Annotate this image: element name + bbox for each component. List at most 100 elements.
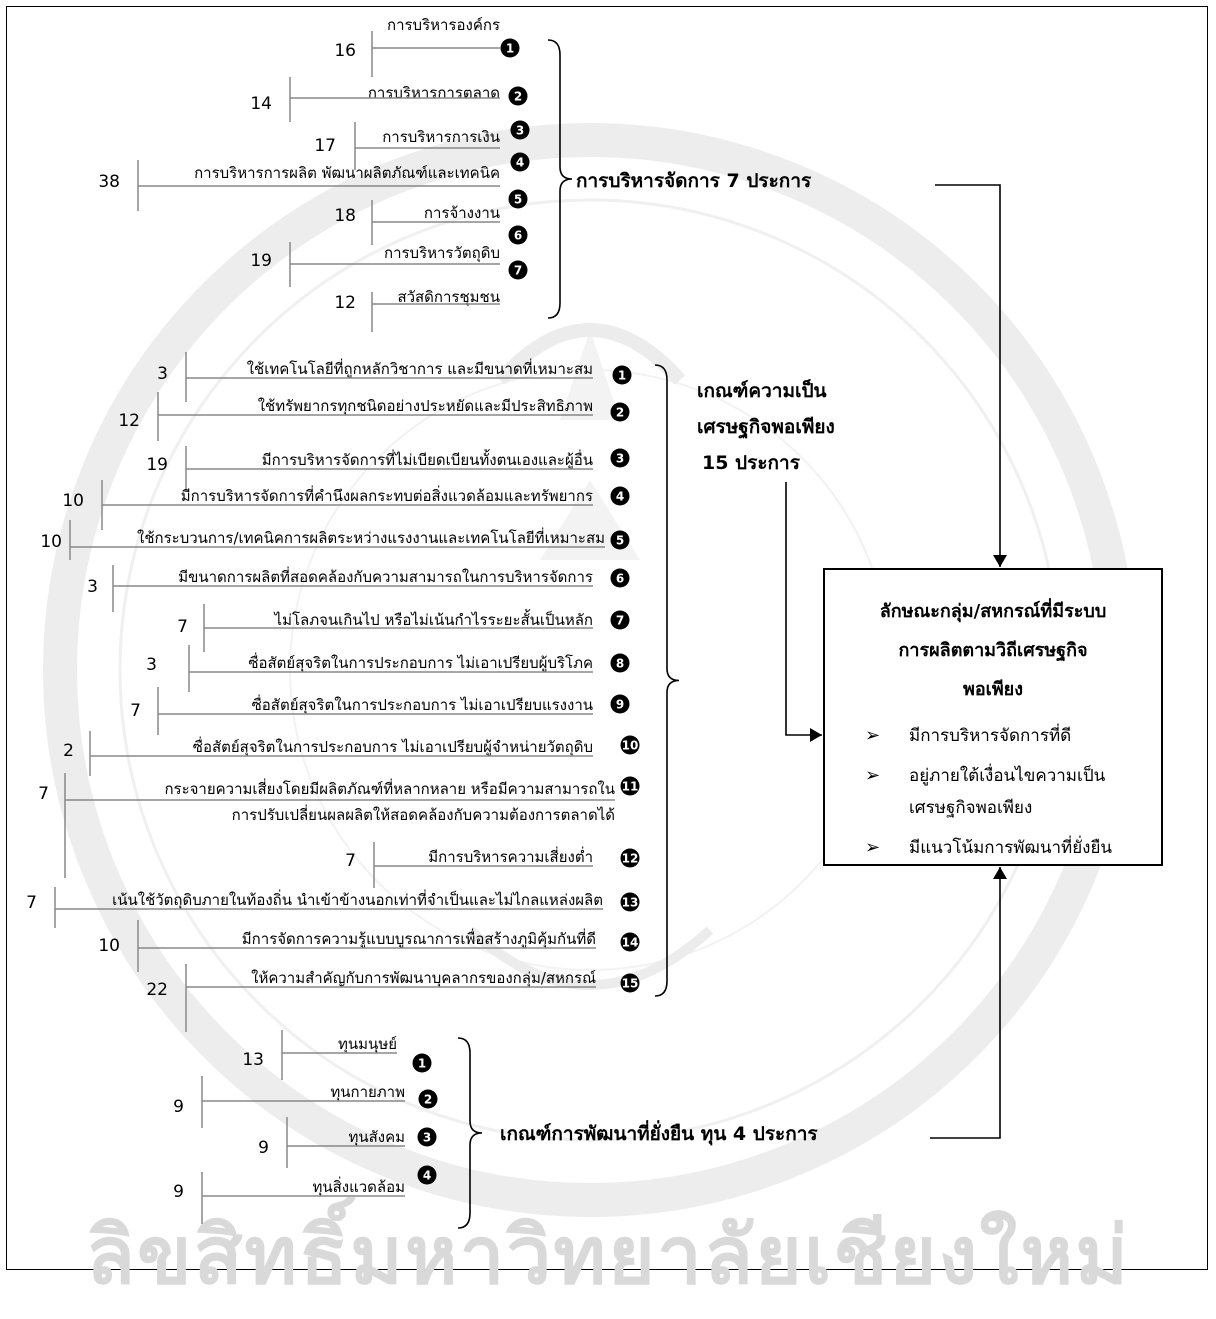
- item-count: 7: [177, 617, 188, 637]
- item-count: 12: [334, 293, 356, 313]
- item-count: 10: [62, 491, 84, 511]
- item-label: ไม่โลภจนเกินไป หรือไม่เน้นกำไรระยะสั้นเป…: [274, 609, 593, 629]
- item-count: 19: [146, 455, 168, 475]
- number-badge-label: 1: [418, 1057, 426, 1071]
- number-badge-label: 10: [622, 739, 639, 753]
- number-badge-label: 15: [622, 977, 639, 991]
- number-badge-label: 6: [616, 572, 624, 586]
- item-count: 13: [242, 1050, 264, 1070]
- number-badge: [508, 189, 528, 209]
- number-badge: [417, 1127, 437, 1147]
- item-label: กระจายความเสี่ยงโดยมีผลิตภัณฑ์ที่หลากหลา…: [164, 778, 615, 798]
- item-label: การปรับเปลี่ยนผลผลิตให้สอดคล้องกับความต้…: [232, 804, 615, 824]
- number-badge: [620, 973, 640, 993]
- number-badge-label: 2: [616, 406, 624, 420]
- result-title-line: การผลิตตามวิถีเศรษฐกิจ: [898, 640, 1088, 661]
- number-badge-label: 1: [618, 369, 626, 383]
- group-heading: เกณฑ์ความเป็น: [697, 378, 827, 402]
- item-label: มีการบริหารจัดการที่คำนึงผลกระทบต่อสิ่งแ…: [181, 485, 593, 505]
- number-badge: [610, 448, 630, 468]
- number-badge: [508, 86, 528, 106]
- arrow-bullet-icon: ➢: [865, 837, 881, 858]
- result-title-line: ลักษณะกลุ่ม/สหกรณ์ที่มีระบบ: [879, 601, 1107, 622]
- number-badge-label: 9: [616, 698, 624, 712]
- item-label: การบริหารการตลาด: [368, 84, 500, 102]
- number-badge-label: 3: [423, 1131, 431, 1145]
- number-badge-label: 7: [514, 264, 522, 278]
- item-count: 18: [334, 206, 356, 226]
- item-label: ทุนกายภาพ: [330, 1083, 405, 1102]
- item-count: 19: [250, 251, 272, 271]
- item-count: 12: [118, 411, 140, 431]
- item-label: เน้นใช้วัตถุดิบภายในท้องถิ่น นำเข้าข้างน…: [112, 889, 603, 910]
- item-count: 38: [98, 172, 120, 192]
- item-count: 2: [63, 741, 74, 761]
- item-count: 14: [250, 94, 272, 114]
- number-badge: [612, 365, 632, 385]
- number-badge: [610, 530, 630, 550]
- item-count: 16: [334, 41, 356, 61]
- arrow-head-icon: [810, 728, 822, 742]
- item-label: ทุนสิ่งแวดล้อม: [312, 1176, 405, 1197]
- number-badge: [610, 568, 630, 588]
- arrow-head-icon: [993, 555, 1007, 567]
- brace-capital: [457, 1037, 483, 1229]
- item-label: สวัสดิการชุมชน: [397, 288, 500, 307]
- brace-sufficiency: [654, 364, 680, 997]
- number-badge-label: 3: [516, 124, 524, 138]
- number-badge: [412, 1053, 432, 1073]
- number-badge: [510, 120, 530, 140]
- number-badge: [610, 486, 630, 506]
- result-item: ➢ มีแนวโน้มการพัฒนาที่ยั่งยืน: [865, 832, 1165, 864]
- arrow-head-icon: [993, 867, 1007, 879]
- item-label: ใช้เทคโนโลยีที่ถูกหลักวิชาการ และมีขนาดท…: [247, 358, 593, 378]
- number-badge-label: 5: [616, 534, 624, 548]
- item-label: ซื่อสัตย์สุจริตในการประกอบการ ไม่เอาเปรี…: [248, 652, 593, 673]
- item-label: ทุนสังคม: [348, 1128, 405, 1147]
- diagram-frame: [6, 6, 1208, 1270]
- result-title-line: พอเพียง: [962, 679, 1024, 700]
- arrow-bullet-icon: ➢: [865, 765, 881, 786]
- number-badge-label: 1: [506, 42, 514, 56]
- group-heading: 15 ประการ: [702, 452, 801, 474]
- item-label: ซื่อสัตย์สุจริตในการประกอบการ ไม่เอาเปรี…: [193, 736, 593, 757]
- result-title: ลักษณะกลุ่ม/สหกรณ์ที่มีระบบ การผลิตตามวิ…: [825, 592, 1161, 709]
- item-count: 9: [258, 1138, 269, 1158]
- number-badge: [610, 610, 630, 630]
- item-label: ทุนมนุษย์: [338, 1035, 397, 1054]
- number-badge: [610, 402, 630, 422]
- connector-arrow: [935, 184, 1001, 567]
- item-label: การบริหารองค์กร: [387, 16, 500, 34]
- item-label: ให้ความสำคัญกับการพัฒนาบุคลากรของกลุ่ม/ส…: [251, 969, 596, 988]
- number-badge: [510, 152, 530, 172]
- item-count: 17: [314, 136, 336, 156]
- brace-management: [547, 39, 573, 319]
- item-label: ใช้กระบวนการ/เทคนิคการผลิตระหว่างแรงงานแ…: [137, 527, 605, 547]
- group-heading: เกณฑ์การพัฒนาที่ยั่งยืน ทุน 4 ประการ: [500, 1120, 818, 1146]
- result-item-text: มีการบริหารจัดการที่ดี: [909, 726, 1072, 746]
- number-badge-label: 6: [514, 229, 522, 243]
- item-count: 3: [87, 577, 98, 597]
- number-badge-label: 4: [616, 490, 624, 504]
- group-heading: เศรษฐกิจพอเพียง: [697, 416, 835, 440]
- result-item-text: อยู่ภายใต้เงื่อนไขความเป็น: [909, 766, 1106, 786]
- group-heading: การบริหารจัดการ 7 ประการ: [576, 170, 812, 192]
- result-list: ➢ มีการบริหารจัดการที่ดี ➢ อยู่ภายใต้เงื…: [865, 720, 1165, 864]
- number-badge: [610, 694, 630, 714]
- number-badge: [418, 1089, 438, 1109]
- number-badge: [500, 38, 520, 58]
- arrow-bullet-icon: ➢: [865, 725, 881, 746]
- number-badge: [508, 225, 528, 245]
- item-count: 9: [173, 1182, 184, 1202]
- number-badge-label: 12: [622, 852, 639, 866]
- number-badge-label: 5: [514, 193, 522, 207]
- item-count: 22: [146, 980, 168, 1000]
- number-badge: [620, 932, 640, 952]
- number-badge: [620, 848, 640, 868]
- item-label: ซื่อสัตย์สุจริตในการประกอบการ ไม่เอาเปรี…: [252, 694, 593, 715]
- item-label: การบริหารการเงิน: [382, 128, 500, 146]
- item-count: 7: [130, 701, 141, 721]
- number-badge-label: 11: [622, 780, 639, 794]
- number-badge-label: 2: [514, 90, 522, 104]
